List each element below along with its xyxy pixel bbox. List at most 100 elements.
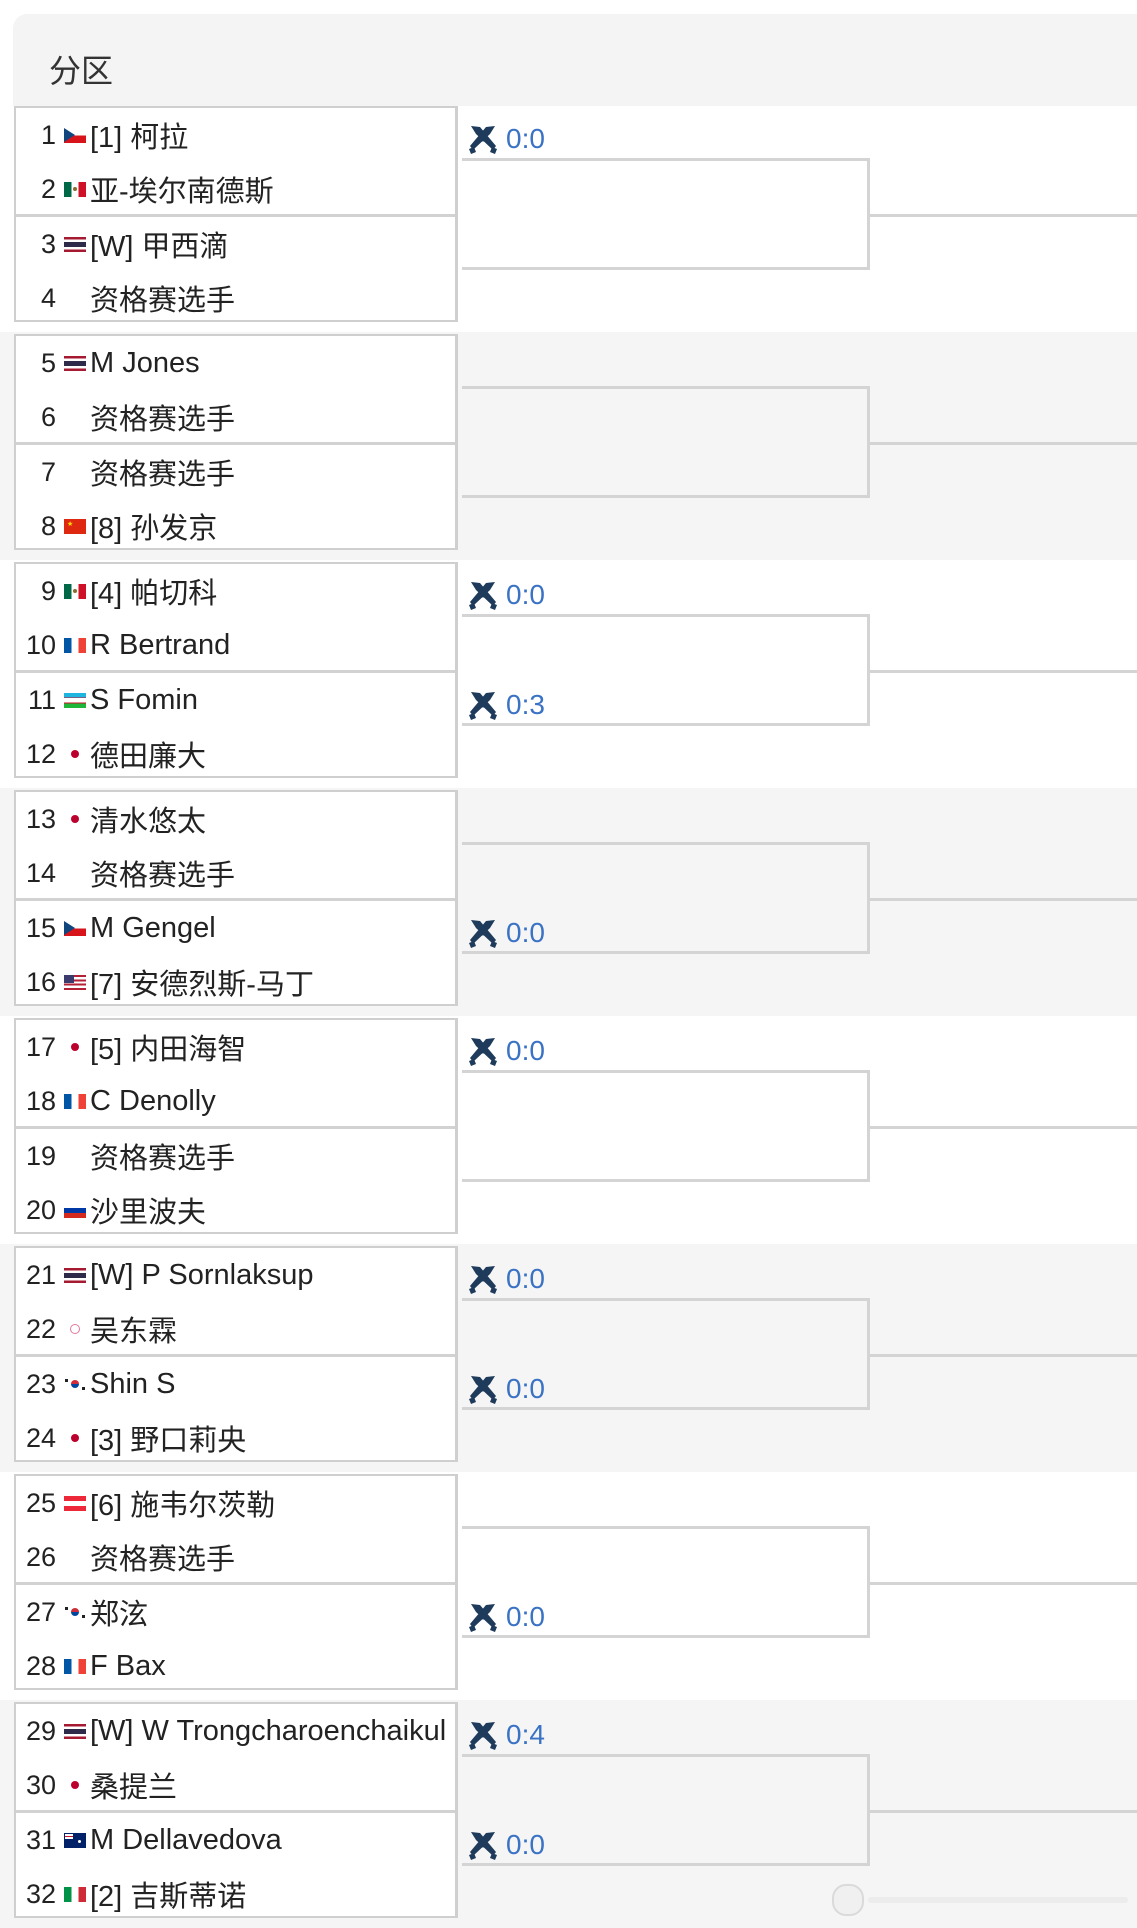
player-row[interactable]: 15 M Gengel — [16, 901, 456, 955]
player-row[interactable]: 23 Shin S — [16, 1357, 456, 1411]
player-name[interactable]: 资格赛选手 — [90, 285, 236, 317]
player-row[interactable]: 2 亚-埃尔南德斯 — [16, 162, 456, 216]
player-name[interactable]: 郑泫 — [90, 1599, 149, 1631]
player-row[interactable]: 8 ★ [8] 孙发京 — [16, 499, 456, 553]
h2h-score-text[interactable]: 0:0 — [506, 1829, 545, 1860]
player-name[interactable]: 资格赛选手 — [90, 1143, 236, 1175]
player-name[interactable]: [4] 帕切科 — [90, 578, 218, 610]
scroll-track[interactable] — [868, 1897, 1128, 1903]
player-row[interactable]: 1 [1] 柯拉 — [16, 108, 456, 162]
h2h-score[interactable]: 0:0 — [466, 916, 545, 950]
player-row[interactable]: 12 德田廉大 — [16, 727, 456, 781]
draw-position: 32 — [25, 1878, 56, 1909]
italy-flag-icon — [64, 1886, 86, 1902]
player-name[interactable]: [1] 柯拉 — [90, 122, 189, 154]
player-row[interactable]: 16 [7] 安德烈斯-马丁 — [16, 955, 456, 1009]
player-row[interactable]: 7 资格赛选手 — [16, 445, 456, 499]
player-row[interactable]: 32 [2] 吉斯蒂诺 — [16, 1867, 456, 1921]
player-name[interactable]: [W] P Sornlaksup — [90, 1258, 314, 1291]
h2h-score-text[interactable]: 0:0 — [506, 917, 545, 948]
player-row[interactable]: 22 吴东霖 — [16, 1302, 456, 1356]
bracket-connector — [462, 158, 870, 270]
scroll-handle-icon[interactable] — [832, 1884, 864, 1916]
h2h-score[interactable]: 0:0 — [466, 1828, 545, 1862]
player-row[interactable]: 11 S Fomin — [16, 673, 456, 727]
player-row[interactable]: 14 资格赛选手 — [16, 846, 456, 900]
player-row[interactable]: 18 C Denolly — [16, 1074, 456, 1128]
player-name[interactable]: [W] 甲西滴 — [90, 231, 229, 263]
bracket-connector — [462, 1070, 870, 1182]
player-name[interactable]: [5] 内田海智 — [90, 1034, 247, 1066]
player-row[interactable]: 19 资格赛选手 — [16, 1129, 456, 1183]
h2h-score-text[interactable]: 0:0 — [506, 1601, 545, 1632]
player-row[interactable]: 9 [4] 帕切科 — [16, 564, 456, 618]
thailand-flag-icon — [64, 355, 86, 371]
player-row[interactable]: 28 F Bax — [16, 1639, 456, 1693]
h2h-score-text[interactable]: 0:4 — [506, 1719, 545, 1750]
player-row[interactable]: 13 清水悠太 — [16, 792, 456, 846]
player-row[interactable]: 29 [W] W Trongcharoenchaikul — [16, 1704, 456, 1758]
japan-flag-icon — [64, 1777, 86, 1793]
player-name[interactable]: [7] 安德烈斯-马丁 — [90, 969, 314, 1001]
scroll-handle[interactable] — [832, 1884, 1128, 1916]
player-name[interactable]: 德田廉大 — [90, 741, 207, 773]
player-row[interactable]: 5 M Jones — [16, 336, 456, 390]
h2h-score[interactable]: 0:0 — [466, 578, 545, 612]
player-row[interactable]: 10 R Bertrand — [16, 618, 456, 672]
player-name[interactable]: M Gengel — [90, 911, 216, 944]
h2h-score[interactable]: 0:3 — [466, 688, 545, 722]
player-row[interactable]: 31 M Dellavedova — [16, 1813, 456, 1867]
player-name[interactable]: M Jones — [90, 346, 200, 379]
h2h-score[interactable]: 0:4 — [466, 1718, 545, 1752]
player-name[interactable]: [6] 施韦尔茨勒 — [90, 1490, 276, 1522]
h2h-score[interactable]: 0:0 — [466, 1600, 545, 1634]
h2h-score[interactable]: 0:0 — [466, 1262, 545, 1296]
player-row[interactable]: 26 资格赛选手 — [16, 1530, 456, 1584]
player-name[interactable]: 亚-埃尔南德斯 — [90, 176, 274, 208]
h2h-score-text[interactable]: 0:3 — [506, 689, 545, 720]
player-name[interactable]: [W] W Trongcharoenchaikul — [90, 1714, 447, 1747]
player-name[interactable]: 资格赛选手 — [90, 1544, 236, 1576]
player-row[interactable]: 6 资格赛选手 — [16, 390, 456, 444]
player-name[interactable]: 资格赛选手 — [90, 459, 236, 491]
player-name[interactable]: [2] 吉斯蒂诺 — [90, 1881, 247, 1913]
player-row[interactable]: 3 [W] 甲西滴 — [16, 217, 456, 271]
h2h-score-text[interactable]: 0:0 — [506, 579, 545, 610]
player-name[interactable]: [3] 野口莉央 — [90, 1425, 247, 1457]
h2h-score-text[interactable]: 0:0 — [506, 1035, 545, 1066]
player-row[interactable]: 25 [6] 施韦尔茨勒 — [16, 1476, 456, 1530]
player-name[interactable]: 清水悠太 — [90, 806, 207, 838]
bracket-group: 1 [1] 柯拉 2 亚-埃尔南德斯 3 [W] 甲西滴 4 资格赛选手 0:0 — [0, 104, 1137, 332]
player-name[interactable]: R Bertrand — [90, 628, 231, 661]
h2h-score[interactable]: 0:0 — [466, 1372, 545, 1406]
player-row[interactable]: 4 资格赛选手 — [16, 271, 456, 325]
h2h-score-text[interactable]: 0:0 — [506, 1263, 545, 1294]
player-name[interactable]: 资格赛选手 — [90, 860, 236, 892]
player-row[interactable]: 24 [3] 野口莉央 — [16, 1411, 456, 1465]
player-name[interactable]: 吴东霖 — [90, 1316, 178, 1348]
player-name[interactable]: [8] 孙发京 — [90, 513, 218, 545]
section-title: 分区 — [49, 52, 114, 90]
player-row[interactable]: 30 桑提兰 — [16, 1758, 456, 1812]
bracket-group: 9 [4] 帕切科 10 R Bertrand 11 S Fomin 12 德田… — [0, 560, 1137, 788]
russia-flag-icon — [64, 1202, 86, 1218]
player-name[interactable]: 桑提兰 — [90, 1772, 178, 1804]
player-row[interactable]: 20 沙里波夫 — [16, 1183, 456, 1237]
bracket-group: 21 [W] P Sornlaksup 22 吴东霖 23 Shin S 24 … — [0, 1244, 1137, 1472]
player-row[interactable]: 27 郑泫 — [16, 1585, 456, 1639]
group-box: 5 M Jones 6 资格赛选手 7 资格赛选手 8 ★ [8] 孙发京 — [14, 334, 458, 550]
h2h-score[interactable]: 0:0 — [466, 122, 545, 156]
h2h-score-text[interactable]: 0:0 — [506, 1373, 545, 1404]
player-row[interactable]: 21 [W] P Sornlaksup — [16, 1248, 456, 1302]
player-name[interactable]: C Denolly — [90, 1084, 216, 1117]
player-name[interactable]: F Bax — [90, 1649, 166, 1682]
player-name[interactable]: 资格赛选手 — [90, 404, 236, 436]
h2h-score-text[interactable]: 0:0 — [506, 123, 545, 154]
player-name[interactable]: 沙里波夫 — [90, 1197, 207, 1229]
player-row[interactable]: 17 [5] 内田海智 — [16, 1020, 456, 1074]
player-name[interactable]: M Dellavedova — [90, 1823, 282, 1856]
player-name[interactable]: Shin S — [90, 1367, 176, 1400]
draw-position: 8 — [40, 510, 56, 541]
player-name[interactable]: S Fomin — [90, 683, 198, 716]
h2h-score[interactable]: 0:0 — [466, 1034, 545, 1068]
